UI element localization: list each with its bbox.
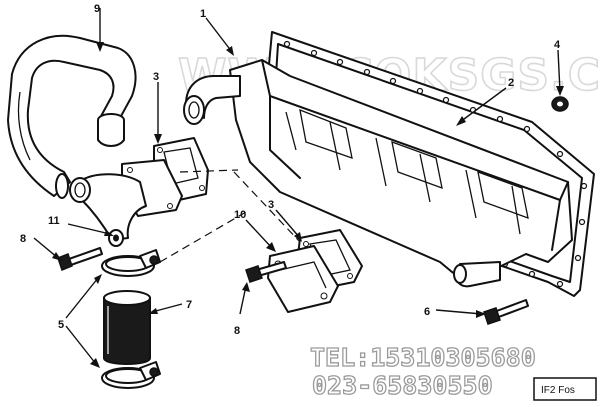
alignment-line: [233, 171, 301, 243]
pipe-sleeve: [103, 290, 151, 365]
callout-9: 9: [94, 3, 100, 15]
callout-1: 1: [200, 8, 206, 20]
callout-2: 2: [508, 77, 514, 89]
nut: [551, 96, 569, 112]
leader-lines: [33, 8, 564, 368]
callout-11: 11: [48, 215, 60, 227]
bolt-rear: [483, 299, 529, 325]
figure-id-text: IF2 Fos: [541, 385, 575, 396]
bolt-upper: [57, 247, 103, 271]
alignment-line: [179, 169, 239, 173]
callout-3-upper: 3: [153, 71, 159, 83]
washer: [108, 229, 124, 247]
callout-4: 4: [554, 39, 561, 51]
callout-6: 6: [424, 306, 430, 318]
callout-10: 10: [234, 209, 246, 221]
exhaust-manifold: [183, 59, 573, 288]
callout-8-left: 8: [20, 233, 26, 245]
contact-phone: 023-65830550: [312, 371, 493, 400]
bolt-lower: [245, 261, 287, 283]
contact-tel: TEL:15310305680: [310, 343, 536, 372]
callout-8-lower: 8: [234, 325, 240, 337]
clamp-lower: [101, 361, 161, 389]
figure-id-stamp: IF2 Fos: [533, 377, 597, 401]
clamp-upper: [101, 249, 161, 277]
alignment-line: [159, 211, 247, 263]
callout-5: 5: [58, 319, 64, 331]
pipe-flange-connector: [69, 159, 183, 241]
callout-3-lower: 3: [268, 199, 274, 211]
cover-plate: [267, 245, 339, 313]
callout-7: 7: [186, 299, 192, 311]
